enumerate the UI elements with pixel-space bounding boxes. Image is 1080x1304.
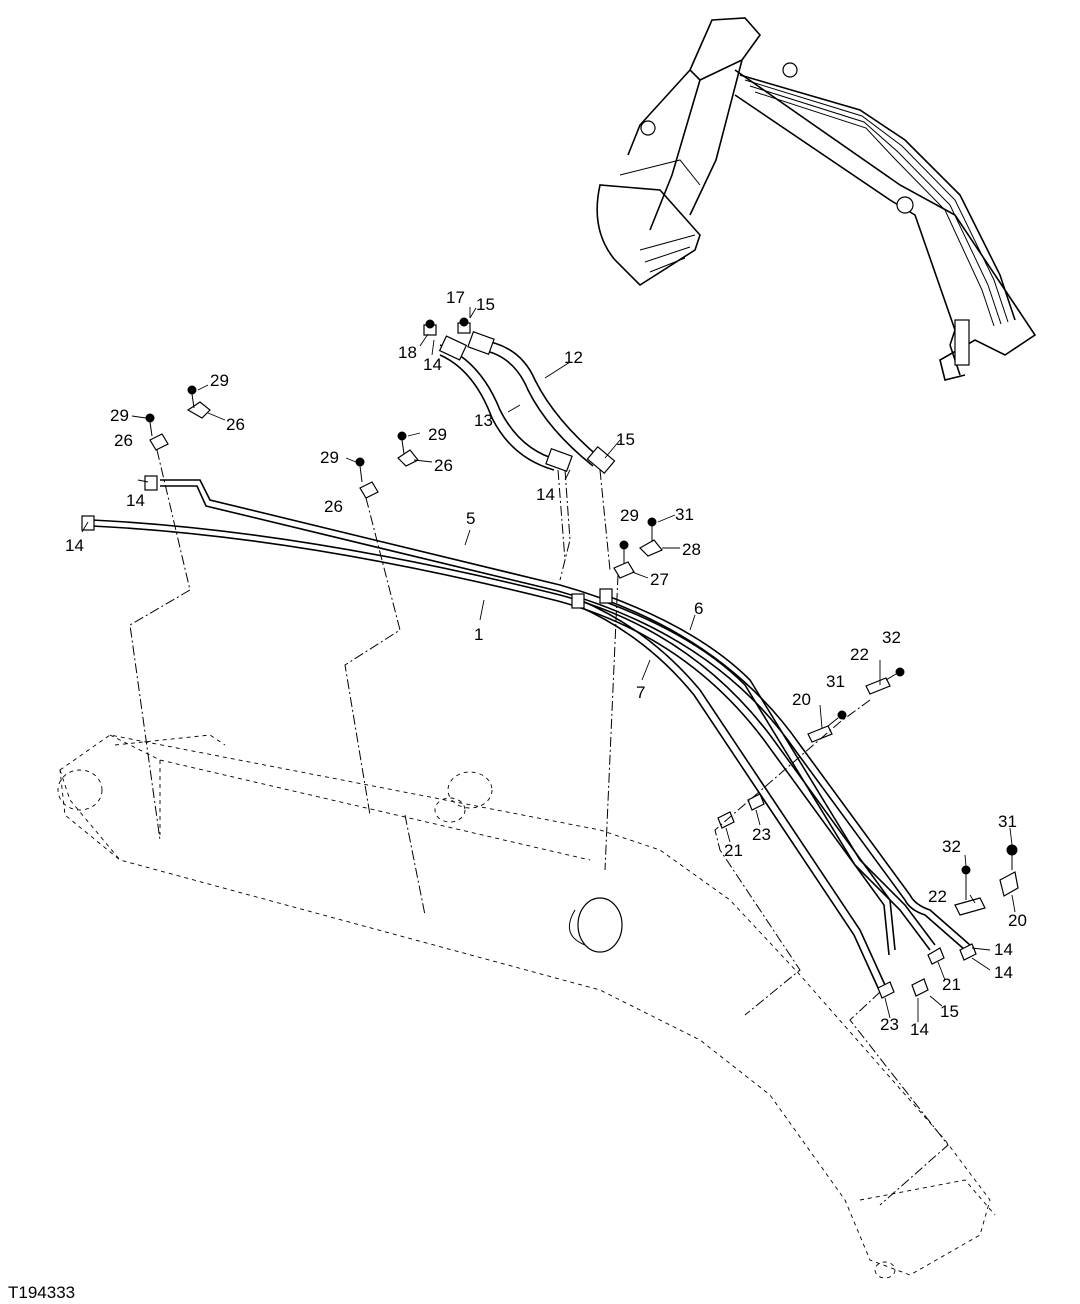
callout-14: 14 bbox=[126, 491, 145, 510]
excavator-overview-inset bbox=[596, 17, 1037, 381]
clamps bbox=[145, 385, 1019, 999]
callout-29: 29 bbox=[110, 406, 129, 425]
callout-12: 12 bbox=[564, 348, 583, 367]
callout-14: 14 bbox=[910, 1020, 929, 1039]
boom-outline bbox=[57, 734, 996, 1279]
callout-32: 32 bbox=[942, 837, 961, 856]
callout-14: 14 bbox=[994, 963, 1013, 982]
callout-14: 14 bbox=[536, 485, 555, 504]
pipe-6 bbox=[604, 594, 936, 946]
pipe-5 bbox=[160, 479, 971, 946]
hoses bbox=[423, 317, 616, 475]
pipe-7 bbox=[579, 599, 886, 986]
callout-14: 14 bbox=[994, 940, 1013, 959]
callout-1: 1 bbox=[474, 625, 483, 644]
callout-26: 26 bbox=[226, 415, 245, 434]
callout-6: 6 bbox=[694, 599, 703, 618]
callout-13: 13 bbox=[474, 411, 493, 430]
callout-14: 14 bbox=[65, 536, 84, 555]
callout-31: 31 bbox=[826, 672, 845, 691]
callout-15: 15 bbox=[940, 1002, 959, 1021]
callout-21: 21 bbox=[724, 841, 743, 860]
pipe-1 bbox=[91, 519, 896, 951]
callout-labels: 17 15 18 14 12 13 15 14 29 26 29 26 29 2… bbox=[65, 288, 1027, 1039]
leader-lines bbox=[81, 307, 1016, 1022]
callout-28: 28 bbox=[682, 540, 701, 559]
callout-18: 18 bbox=[398, 343, 417, 362]
pipe-lines bbox=[81, 475, 971, 991]
callout-29: 29 bbox=[210, 371, 229, 390]
callout-20: 20 bbox=[1008, 911, 1027, 930]
callout-15: 15 bbox=[476, 295, 495, 314]
callout-29: 29 bbox=[620, 506, 639, 525]
callout-27: 27 bbox=[650, 570, 669, 589]
callout-21: 21 bbox=[942, 975, 961, 994]
callout-14: 14 bbox=[423, 355, 442, 374]
callout-26: 26 bbox=[434, 456, 453, 475]
figure-id: T194333 bbox=[8, 1283, 75, 1302]
callout-26: 26 bbox=[324, 497, 343, 516]
callout-29: 29 bbox=[428, 425, 447, 444]
callout-32: 32 bbox=[882, 628, 901, 647]
callout-22: 22 bbox=[928, 887, 947, 906]
callout-23: 23 bbox=[752, 825, 771, 844]
callout-17: 17 bbox=[446, 288, 465, 307]
hose-13 bbox=[439, 344, 559, 461]
callout-29: 29 bbox=[320, 448, 339, 467]
callout-20: 20 bbox=[792, 690, 811, 709]
hose-12 bbox=[479, 339, 601, 459]
callout-31: 31 bbox=[675, 505, 694, 524]
callout-5: 5 bbox=[466, 509, 475, 528]
callout-7: 7 bbox=[636, 683, 645, 702]
callout-26: 26 bbox=[114, 431, 133, 450]
callout-22: 22 bbox=[850, 645, 869, 664]
callout-31: 31 bbox=[998, 812, 1017, 831]
callout-23: 23 bbox=[880, 1015, 899, 1034]
reference-lines bbox=[129, 449, 949, 1206]
callout-15: 15 bbox=[616, 430, 635, 449]
